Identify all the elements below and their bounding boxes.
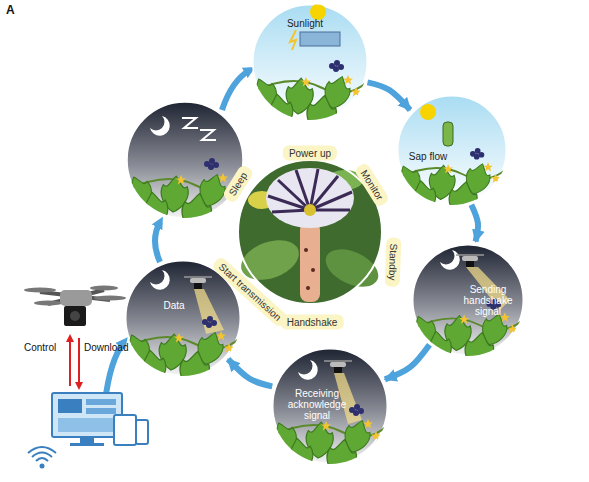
- circle-text: Sending handshake signal: [460, 284, 516, 317]
- link-label: Control: [24, 342, 56, 354]
- stage-circle: Receiving acknowledge signal: [272, 348, 388, 464]
- circle-text: Sap flow: [403, 151, 453, 162]
- stage-circle: Sunlight: [252, 4, 368, 120]
- panel-letter: A: [6, 4, 15, 16]
- drone-symbol: [24, 286, 126, 327]
- circle-text: Sunlight: [280, 18, 330, 29]
- link-label: Download: [84, 342, 128, 354]
- computer-symbol: [28, 393, 148, 469]
- stage-name: Standby: [386, 243, 400, 280]
- cycle-arrow: [471, 205, 478, 242]
- cycle-arrow: [155, 222, 160, 262]
- cycle-arrow: [228, 359, 272, 386]
- cycle-arrow: [368, 82, 411, 110]
- circle-outline: [397, 95, 507, 205]
- sleep-circle: [127, 102, 243, 218]
- stage-circle: Sending handshake signal: [412, 244, 524, 356]
- circle-art: [102, 4, 539, 481]
- circle-text: Data: [159, 300, 189, 311]
- stage-label: Standby: [385, 237, 402, 286]
- stage-name: Handshake: [287, 316, 338, 329]
- cycle-arrow: [222, 70, 250, 110]
- download-arrow: [78, 338, 80, 386]
- circle-text: Receiving acknowledge signal: [274, 388, 360, 421]
- control-arrow: [69, 338, 71, 386]
- stage-name: Power up: [289, 147, 331, 160]
- stage-label: Power up: [283, 146, 337, 161]
- cycle-arrow: [385, 345, 430, 380]
- stage-circle: Sap flow: [397, 95, 507, 205]
- stage-label: Handshake: [281, 315, 344, 330]
